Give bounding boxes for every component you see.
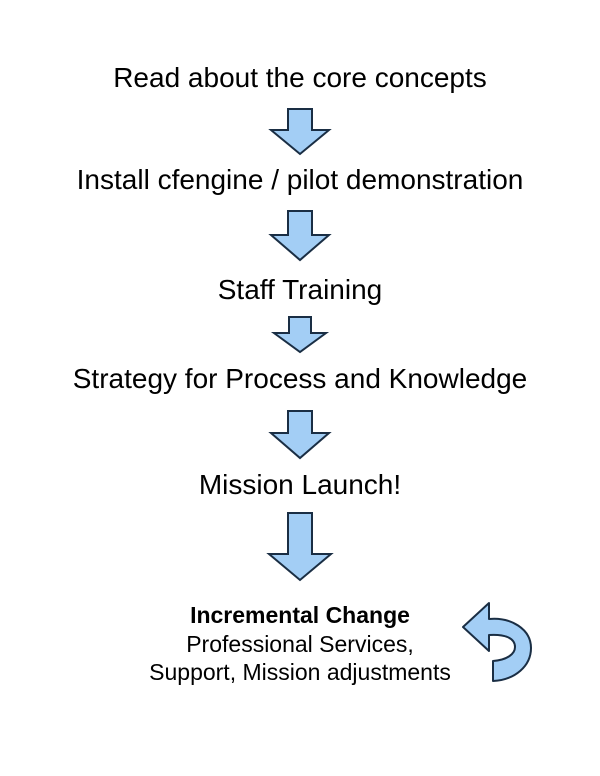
flow-step-install-cfengine: Install cfengine / pilot demonstration bbox=[76, 164, 524, 195]
final-block-title: Incremental Change bbox=[190, 602, 410, 628]
final-block-line-2: Support, Mission adjustments bbox=[149, 659, 451, 686]
flow-step-read-about-core-concepts: Read about the core concepts bbox=[113, 62, 487, 93]
final-block: Incremental Change Professional Services… bbox=[0, 601, 600, 687]
down-arrow-icon bbox=[266, 108, 334, 156]
down-arrow-icon bbox=[264, 512, 336, 582]
circular-loop-arrow-icon bbox=[459, 593, 547, 690]
flow-step-strategy-process-knowledge: Strategy for Process and Knowledge bbox=[72, 363, 528, 394]
down-arrow-icon bbox=[266, 210, 334, 262]
down-arrow-icon bbox=[270, 316, 330, 354]
final-block-line-1: Professional Services, bbox=[186, 630, 414, 657]
flow-step-mission-launch: Mission Launch! bbox=[198, 469, 402, 500]
down-arrow-icon bbox=[266, 410, 334, 460]
flow-step-staff-training: Staff Training bbox=[217, 274, 383, 305]
